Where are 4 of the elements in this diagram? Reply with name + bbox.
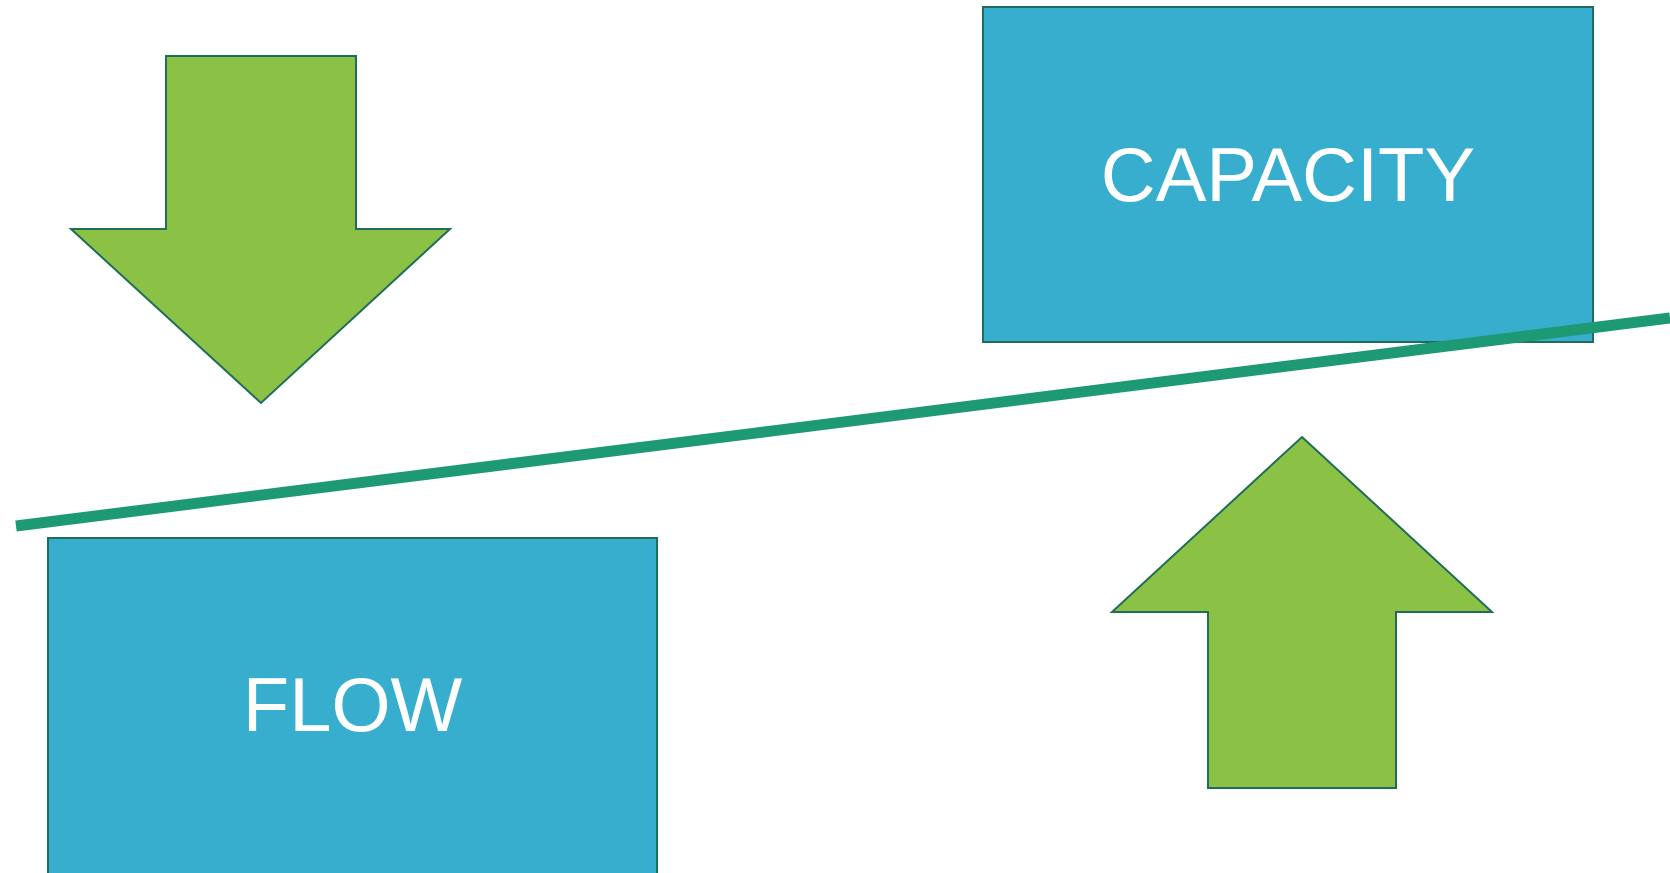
process-box: [47, 537, 658, 873]
box-label: FLOW: [242, 667, 463, 743]
box-label: CAPACITY: [1100, 136, 1476, 213]
process-box: [982, 6, 1594, 343]
